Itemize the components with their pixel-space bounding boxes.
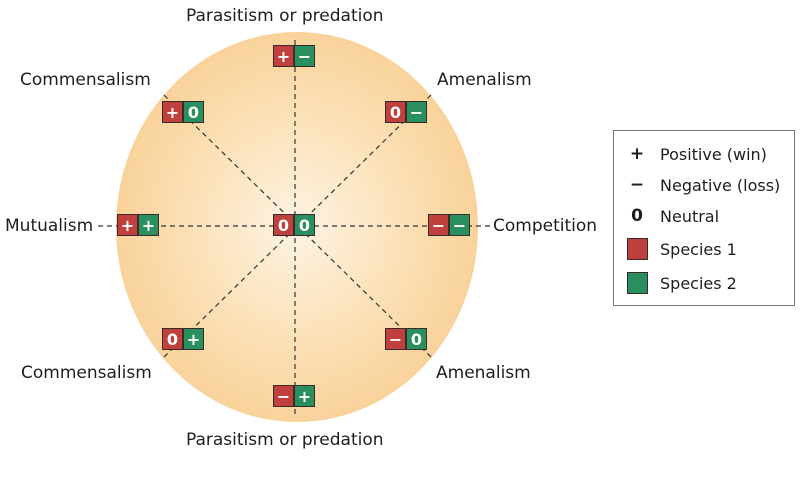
- species1-cell: +: [162, 101, 183, 123]
- species2-cell: −: [449, 214, 470, 236]
- legend-text: Neutral: [660, 206, 720, 226]
- legend-symbol: −: [629, 175, 645, 195]
- legend-symbol: 0: [631, 206, 643, 226]
- legend-text: Species 1: [660, 239, 737, 259]
- legend-item-positive: + Positive (win): [614, 142, 767, 166]
- pair-upper-right: 0 −: [385, 101, 427, 123]
- species2-cell: −: [406, 101, 427, 123]
- species2-cell: 0: [294, 214, 315, 236]
- species2-swatch: [627, 272, 648, 294]
- species2-cell: +: [183, 328, 204, 350]
- legend-text: Positive (win): [660, 144, 767, 164]
- pair-upper-left: + 0: [162, 101, 204, 123]
- species1-cell: 0: [162, 328, 183, 350]
- species1-cell: +: [117, 214, 138, 236]
- label-bottom: Parasitism or predation: [186, 430, 384, 450]
- pair-lower-right: − 0: [385, 328, 427, 350]
- legend-item-negative: − Negative (loss): [614, 173, 780, 197]
- label-lower-left: Commensalism: [21, 363, 152, 383]
- species1-cell: −: [273, 385, 294, 407]
- legend-item-neutral: 0 Neutral: [614, 204, 719, 228]
- legend-symbol: +: [629, 144, 645, 164]
- species2-cell: +: [138, 214, 159, 236]
- species1-cell: −: [428, 214, 449, 236]
- legend-item-species2: Species 2: [614, 271, 737, 295]
- legend-text: Negative (loss): [660, 175, 781, 195]
- label-top: Parasitism or predation: [186, 6, 384, 26]
- pair-left: + +: [117, 214, 159, 236]
- label-upper-right: Amenalism: [437, 70, 532, 90]
- legend-text: Species 2: [660, 273, 737, 293]
- pair-top: + −: [273, 45, 315, 67]
- label-lower-right: Amenalism: [436, 363, 531, 383]
- species1-cell: +: [273, 45, 294, 67]
- label-upper-left: Commensalism: [20, 70, 151, 90]
- species1-swatch: [627, 238, 648, 260]
- species2-cell: −: [294, 45, 315, 67]
- label-left: Mutualism: [5, 216, 94, 236]
- pair-center: 0 0: [273, 214, 315, 236]
- legend-item-species1: Species 1: [614, 237, 737, 261]
- pair-lower-left: 0 +: [162, 328, 204, 350]
- species1-cell: 0: [385, 101, 406, 123]
- species2-cell: 0: [183, 101, 204, 123]
- species1-cell: 0: [273, 214, 294, 236]
- species2-cell: 0: [406, 328, 427, 350]
- pair-bottom: − +: [273, 385, 315, 407]
- pair-right: − −: [428, 214, 470, 236]
- species1-cell: −: [385, 328, 406, 350]
- species2-cell: +: [294, 385, 315, 407]
- legend: + Positive (win) − Negative (loss) 0 Neu…: [613, 130, 795, 306]
- label-right: Competition: [493, 216, 598, 236]
